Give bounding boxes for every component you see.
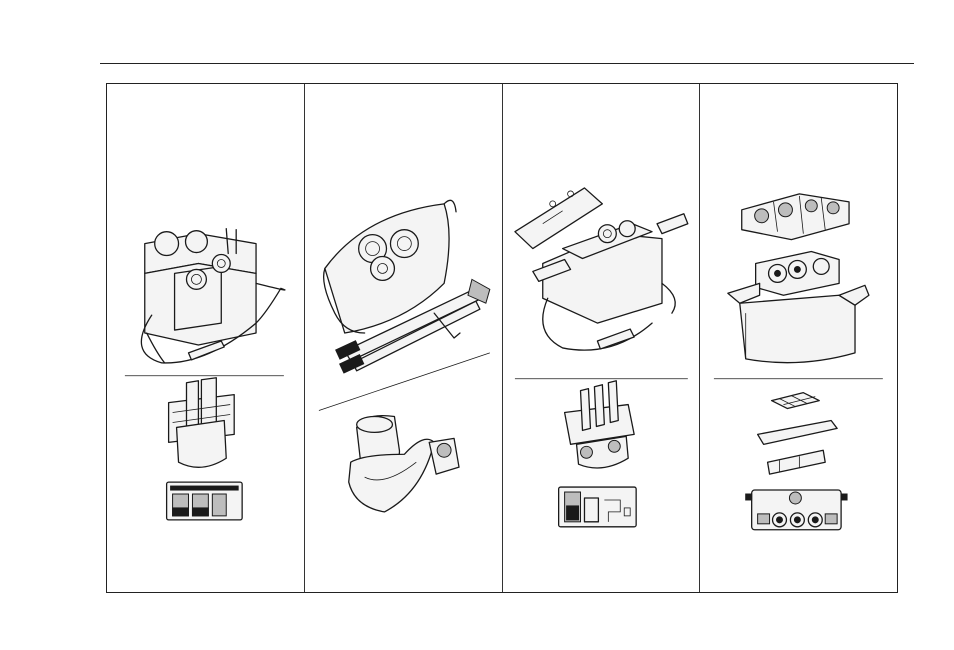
bag-compartment-plan-icon bbox=[167, 482, 243, 520]
case-insert-divider-icon bbox=[564, 381, 634, 468]
tray-divider-parts-icon bbox=[758, 393, 837, 474]
header-rule bbox=[100, 63, 914, 64]
camera-case-open-lid-icon bbox=[514, 188, 687, 350]
panel-3 bbox=[503, 84, 701, 592]
panel-3-drawings bbox=[503, 84, 700, 592]
tray-compartment-plan-icon bbox=[746, 490, 847, 530]
panel-4 bbox=[700, 84, 897, 592]
panel-2-drawings bbox=[305, 84, 502, 592]
illustration-frame bbox=[106, 83, 898, 593]
panel-2 bbox=[305, 84, 503, 592]
gadget-bag-with-tripod-icon bbox=[323, 200, 489, 373]
camera-bag-open-icon bbox=[141, 229, 285, 363]
hard-case-foam-tray-icon bbox=[728, 194, 869, 363]
bag-insert-divider-icon bbox=[169, 378, 235, 468]
bag-lining-insert-icon bbox=[348, 416, 458, 512]
case-compartment-plan-icon bbox=[558, 487, 636, 527]
panel-4-drawings bbox=[700, 84, 897, 592]
panel-1-drawings bbox=[107, 84, 304, 592]
panel-1 bbox=[107, 84, 305, 592]
